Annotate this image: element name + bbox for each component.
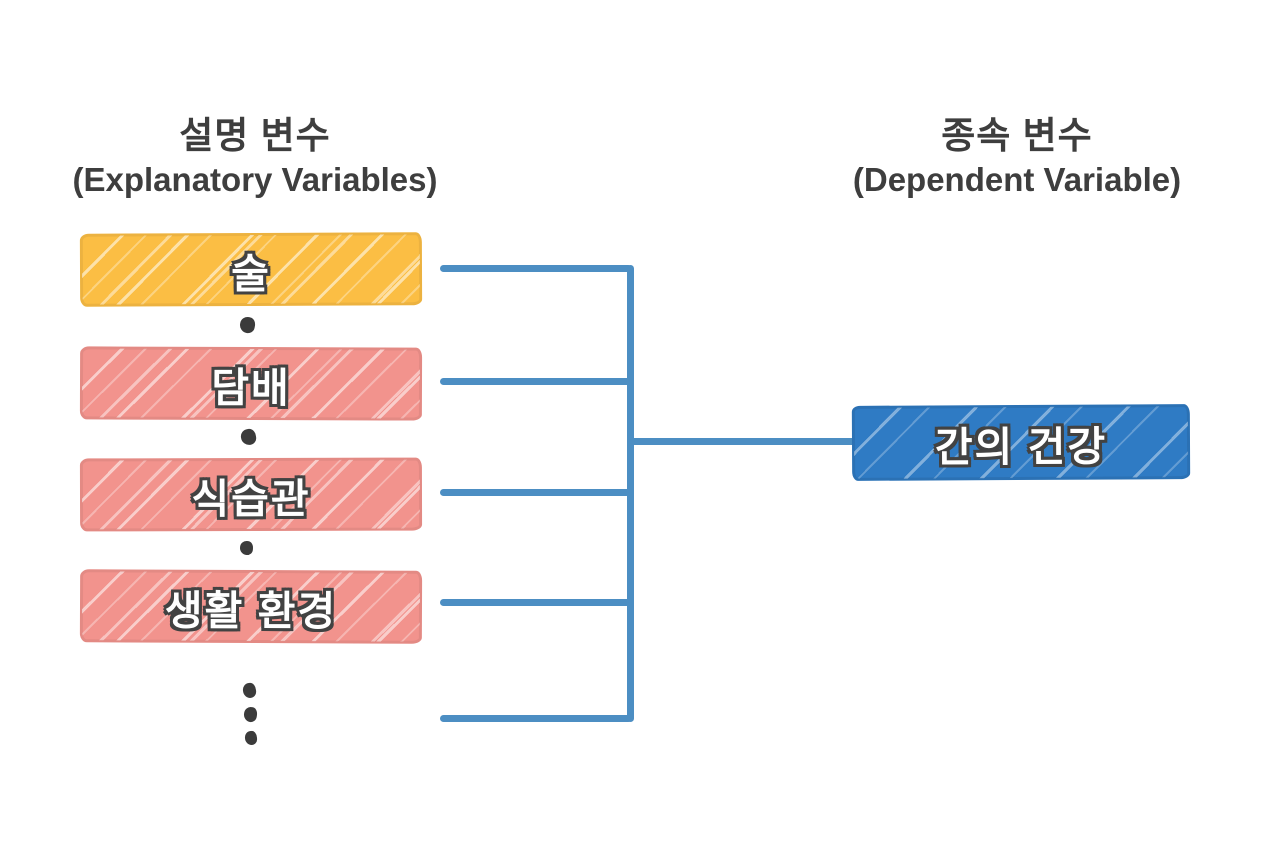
ellipsis-dot [242,682,257,699]
explanatory-box-tobacco: 담배 [79,346,423,421]
explanatory-variables-title: 설명 변수 (Explanatory Variables) [20,112,490,202]
explanatory-box-living-environment: 생활 환경 [79,569,423,644]
separator-dot [239,540,254,556]
dependent-box-liver-health: 간의 건강 [851,404,1191,481]
explanatory-title-korean: 설명 변수 [179,115,331,156]
connector-stub-eating-habits [440,489,632,496]
dependent-box-label: 간의 건강 [934,423,1108,470]
connector-to-dependent [630,438,856,445]
connector-stub-alcohol [440,265,632,272]
explanatory-box-label: 식습관 [191,475,311,522]
explanatory-box-alcohol: 술 [79,232,423,307]
dependent-variable-title: 종속 변수 (Dependent Variable) [782,112,1252,202]
connector-vertical-spine [627,265,634,722]
dependent-title-english: (Dependent Variable) [852,161,1182,199]
separator-dot [239,428,258,446]
connector-stub-more [440,715,632,722]
explanatory-box-label: 술 [231,250,271,297]
explanatory-box-eating-habits: 식습관 [79,457,423,532]
explanatory-box-label: 생활 환경 [164,587,338,634]
connector-stub-living-environment [440,599,632,606]
ellipsis-dot [244,730,258,746]
separator-dot [238,315,257,335]
explanatory-title-english: (Explanatory Variables) [72,161,438,199]
dependent-title-korean: 종속 변수 [941,115,1093,156]
connector-stub-tobacco [440,378,632,385]
explanatory-box-label: 담배 [211,364,291,411]
ellipsis-dot [242,706,259,723]
